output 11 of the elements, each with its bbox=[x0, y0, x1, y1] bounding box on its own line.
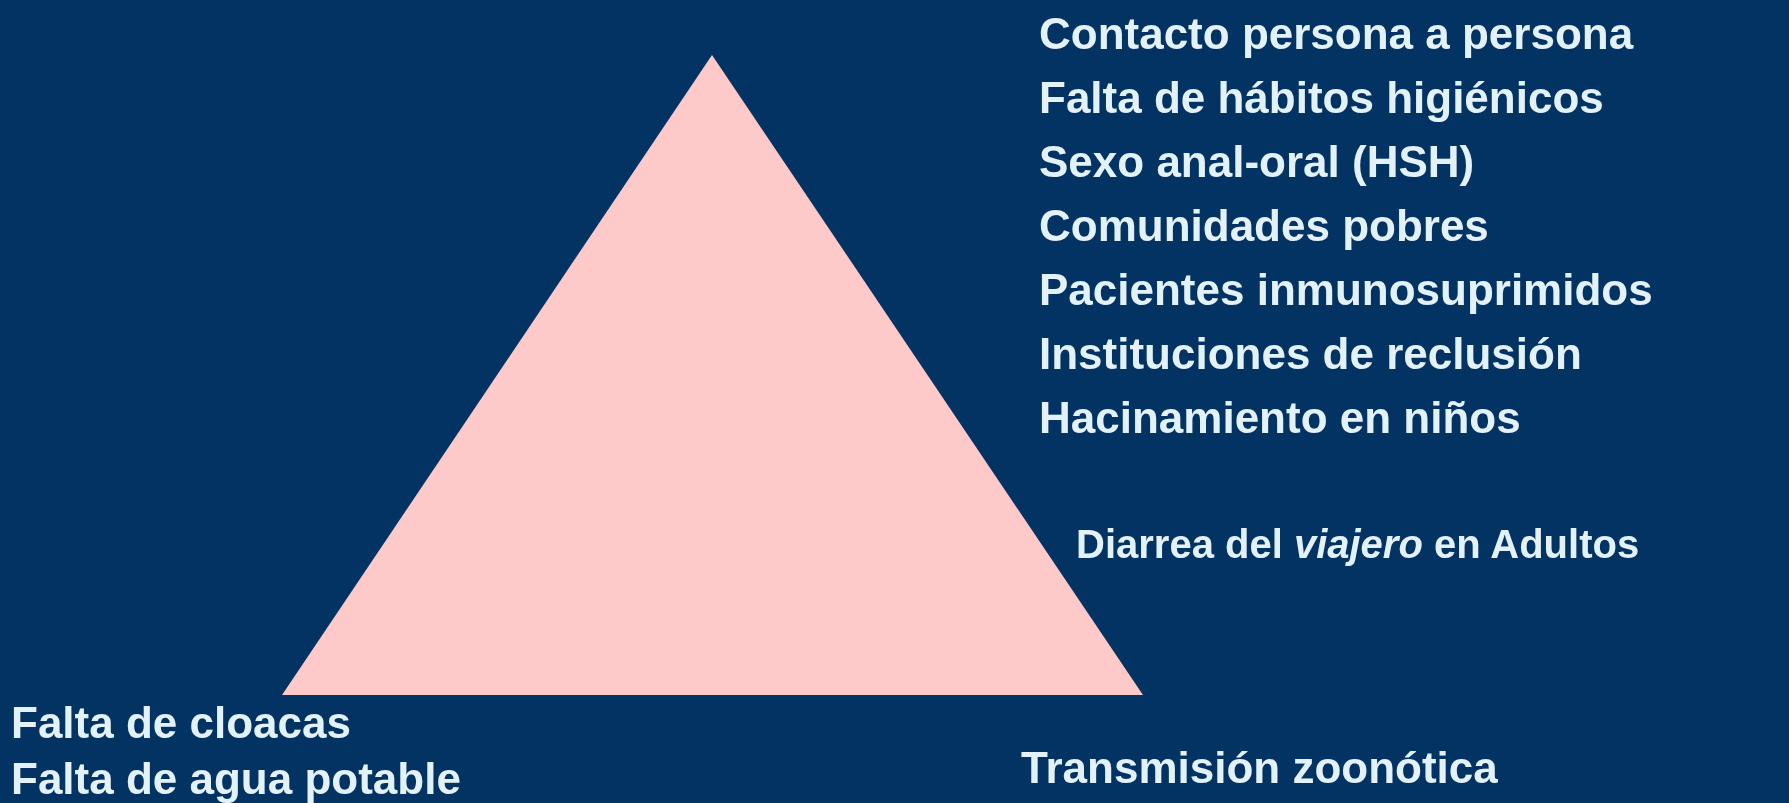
risk-factor-text: Falta de agua potable bbox=[11, 753, 461, 803]
risk-factor-text: Transmisión zoonótica bbox=[1021, 742, 1498, 794]
risk-factor-text: Comunidades pobres bbox=[1039, 200, 1489, 252]
risk-factor-text: Hacinamiento en niños bbox=[1039, 392, 1521, 444]
risk-factor-text: Pacientes inmunosuprimidos bbox=[1039, 264, 1653, 316]
risk-factor-text: Sexo anal-oral (HSH) bbox=[1039, 136, 1475, 188]
risk-factor-text: Diarrea del viajero en Adultos bbox=[1076, 521, 1640, 568]
risk-factor-text: Falta de cloacas bbox=[11, 697, 351, 749]
risk-factor-text: Falta de hábitos higiénicos bbox=[1039, 72, 1604, 124]
risk-factor-text: Instituciones de reclusión bbox=[1039, 328, 1582, 380]
risk-factor-text: Contacto persona a persona bbox=[1039, 8, 1634, 60]
